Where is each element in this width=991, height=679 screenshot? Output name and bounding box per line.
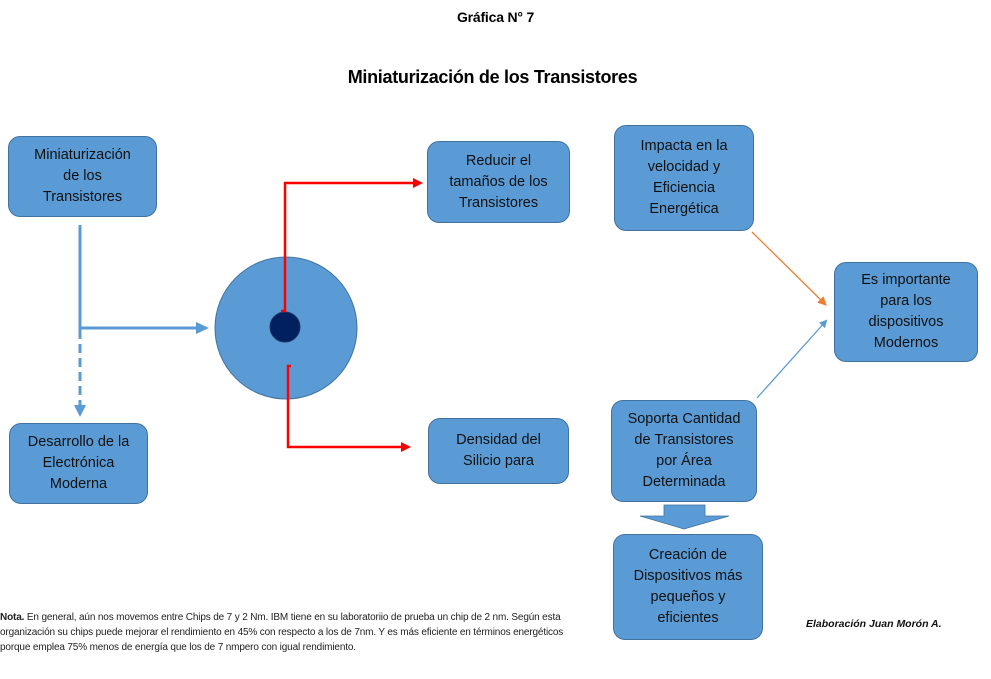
footnote: Nota. En general, aún nos movemos entre … <box>0 610 570 655</box>
figure-caption: Gráfica N° 7 <box>456 9 535 25</box>
connector-red-lower <box>286 364 402 449</box>
arrowhead-red-lower <box>401 442 411 452</box>
transistor-core <box>269 311 301 343</box>
node-miniaturizacion: Miniaturización de los Transistores <box>8 136 157 217</box>
arrowhead-down <box>74 405 86 417</box>
connector-orange <box>751 231 827 306</box>
node-creacion-dispositivos: Creación de Dispositivos más pequeños y … <box>613 534 763 640</box>
diagram-title: Miniaturización de los Transistores <box>347 67 638 87</box>
footnote-label: Nota. <box>0 612 25 623</box>
node-impacta-velocidad: Impacta en la velocidad y Eficiencia Ene… <box>614 125 754 231</box>
author-credit: Elaboración Juan Morón A. <box>806 618 942 630</box>
arrowhead-right <box>196 322 209 334</box>
node-soporta-cantidad: Soporta Cantidad de Transistores por Áre… <box>611 400 757 502</box>
node-densidad-silicio: Densidad del Silicio para <box>428 418 569 484</box>
node-desarrollo-electronica: Desarrollo de la Electrónica Moderna <box>9 423 148 504</box>
block-arrow-down <box>639 504 730 530</box>
footnote-text: En general, aún nos movemos entre Chips … <box>0 612 564 653</box>
arrowhead-red-upper <box>413 178 423 188</box>
connector-blue-diagonal <box>756 319 828 399</box>
connector-red-upper <box>281 181 414 313</box>
node-reducir-tamano: Reducir el tamaños de los Transistores <box>427 141 570 223</box>
node-es-importante: Es importante para los dispositivos Mode… <box>834 262 978 362</box>
